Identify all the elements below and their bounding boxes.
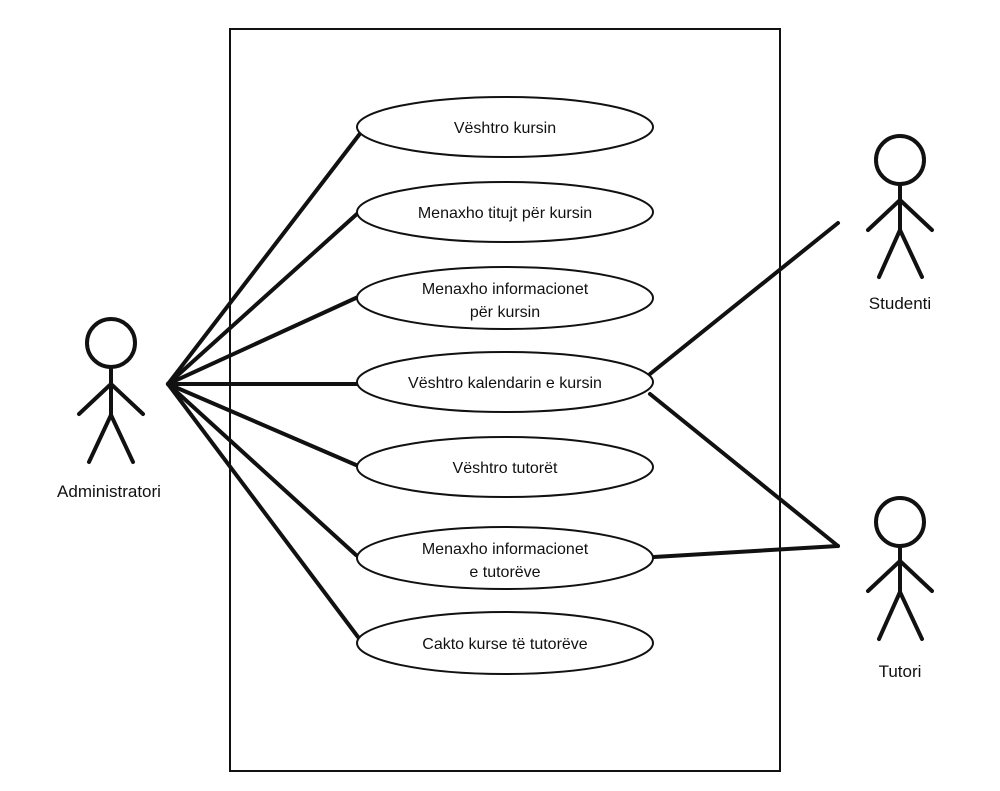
actor-legs (898, 590, 924, 641)
actor-arms (898, 198, 934, 232)
actor-label-administratori: Administratori (57, 482, 161, 501)
actor-legs (877, 228, 902, 279)
actor-legs (109, 413, 135, 464)
assoc-student-uc4 (648, 221, 840, 376)
actor-studenti (866, 134, 934, 279)
use-case-6: Menaxho informacionet e tutorëve (356, 526, 654, 590)
assoc-tutor-uc6 (652, 544, 840, 559)
actor-label-tutori: Tutori (879, 662, 922, 681)
system-boundary (229, 28, 781, 772)
use-case-7: Cakto kurse të tutorëve (356, 611, 654, 675)
assoc-admin-uc3 (166, 295, 360, 386)
assoc-admin-uc2 (166, 211, 360, 386)
use-case-ellipse (356, 526, 654, 590)
other-associations (648, 221, 840, 559)
actor-arms (866, 198, 902, 232)
use-case-ellipse (356, 96, 654, 158)
assoc-admin-uc1 (166, 129, 364, 386)
use-case-label: Vështro kursin (454, 120, 556, 137)
actor-arms (898, 559, 934, 593)
use-case-2: Menaxho titujt për kursin (356, 181, 654, 243)
use-case-ellipse (356, 436, 654, 498)
actor-legs (877, 590, 902, 641)
use-case-ellipse (356, 611, 654, 675)
admin-associations (166, 129, 364, 639)
use-case-label: Vështro kalendarin e kursin (408, 375, 602, 392)
use-case-ellipse (356, 181, 654, 243)
use-case-label-line2: për kursin (470, 304, 540, 321)
use-case-ellipse (356, 266, 654, 330)
use-case-label-line2: e tutorëve (469, 564, 540, 581)
actor-label-studenti: Studenti (869, 294, 931, 313)
use-case-4: Vështro kalendarin e kursin (356, 351, 654, 413)
assoc-tutor-uc4 (648, 392, 840, 548)
use-case-5: Vështro tutorët (356, 436, 654, 498)
actor-head-icon (85, 317, 137, 369)
actor-administratori (77, 317, 145, 464)
use-case-label: Menaxho informacionet (422, 541, 589, 558)
use-case-ellipse (356, 351, 654, 413)
actor-head-icon (874, 134, 926, 186)
actor-arms (866, 559, 902, 593)
use-case-label: Menaxho titujt për kursin (418, 205, 592, 222)
actor-arms (109, 382, 145, 416)
actor-arms (77, 382, 113, 416)
use-case-1: Vështro kursin (356, 96, 654, 158)
actor-head-icon (874, 496, 926, 548)
assoc-admin-uc5 (166, 382, 358, 467)
actor-legs (898, 228, 924, 279)
use-case-label: Cakto kurse të tutorëve (422, 636, 588, 653)
assoc-admin-uc7 (166, 382, 360, 639)
actor-legs (87, 413, 113, 464)
use-case-label: Menaxho informacionet (422, 281, 589, 298)
assoc-admin-uc6 (166, 382, 358, 557)
actor-tutori (866, 496, 934, 641)
use-case-3: Menaxho informacionet për kursin (356, 266, 654, 330)
use-case-label: Vështro tutorët (453, 460, 559, 477)
